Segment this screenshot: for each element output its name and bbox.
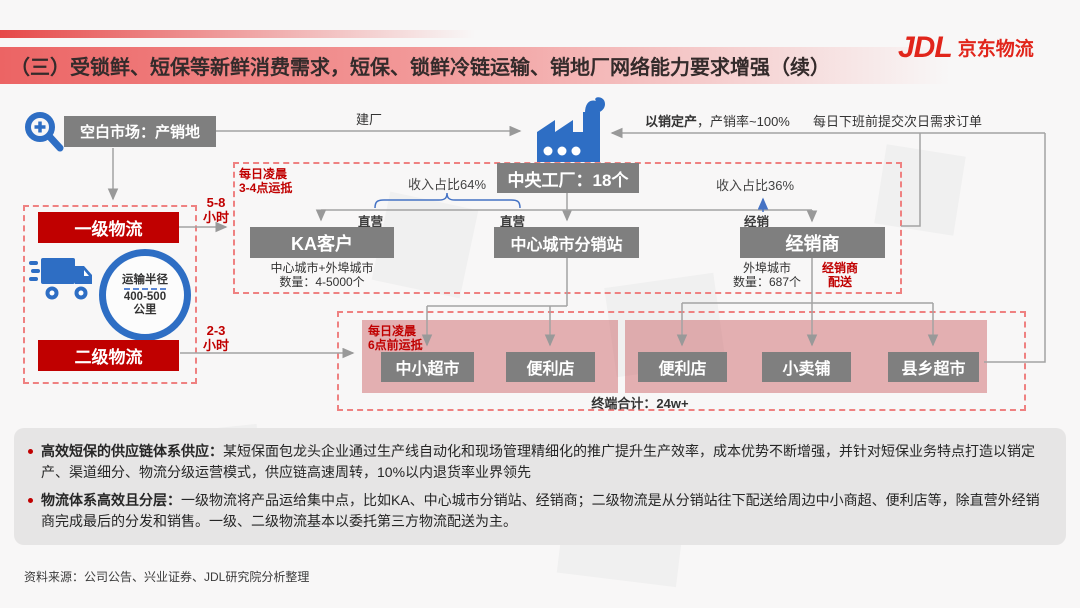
daily-order-label: 每日下班前提交次日需求订单 [813,114,983,129]
jdl-logo-mark: JDL [898,31,953,64]
central-factory-box: 中央工厂：18个 [497,163,639,193]
summary-bullet-1: 高效短保的供应链体系供应：某短保面包龙头企业通过生产线自动化和现场管理精细化的推… [28,441,1046,483]
bullet-dot-icon [28,449,33,454]
tier2-logistics-box: 二级物流 [38,340,179,371]
bullet2-lead: 物流体系高效且分层： [41,492,181,508]
bullet1-lead: 高效短保的供应链体系供应： [41,443,223,459]
factory-icon [537,97,605,162]
radius-dashed-line [124,287,166,290]
channel-distribution-label: 经销 [744,215,770,229]
dealer-delivery-note: 经销商 配送 [821,261,858,289]
transport-radius-badge: 运输半径 400-500 公里 [99,249,191,341]
ka-customer-box: KA客户 [250,227,394,258]
bullet-dot-icon [28,498,33,503]
arrival-6am-note: 每日凌晨 6点前运抵 [368,324,423,352]
terminal-convenience-store-right-box: 便利店 [638,352,727,382]
build-factory-label: 建厂 [356,112,383,127]
arrival-3-4-note: 每日凌晨 3-4点运抵 [239,167,293,195]
terminal-convenience-store-left-box: 便利店 [506,352,595,382]
terminal-small-supermarket-box: 中小超市 [381,352,474,382]
tier2-time-label: 2-3 小时 [202,323,229,353]
dealer-box: 经销商 [740,227,885,258]
tier1-logistics-box: 一级物流 [38,212,179,243]
dealer-note: 外埠城市 数量：687个 [732,261,802,289]
produce-to-sale-bold: 以销定产 [645,114,698,129]
header-accent-stripe [0,30,500,38]
summary-bullet-2: 物流体系高效且分层：一级物流将产品运给集中点，比如KA、中心城市分销站、经销商；… [28,490,1046,532]
revenue-share-36: 收入占比36% [716,178,795,193]
ka-note: 中心城市+外埠城市 数量：4-5000个 [270,261,374,289]
produce-to-sale-label: 以销定产，产销率~100% [645,111,790,130]
zoom-in-magnifier-icon [25,112,64,152]
revenue-share-64: 收入占比64% [407,177,487,192]
page-title: （三）受锁鲜、短保等新鲜消费需求，短保、锁鲜冷链运输、销地厂网络能力要求增强（续… [10,57,830,79]
tier-logistics-dashed-box [23,205,197,384]
summary-panel: 高效短保的供应链体系供应：某短保面包龙头企业通过生产线自动化和现场管理精细化的推… [14,428,1066,545]
city-distribution-station-box: 中心城市分销站 [494,227,639,258]
delivery-truck-icon [29,258,92,300]
data-source-note: 资料来源：公司公告、兴业证券、JDL研究院分析整理 [24,570,310,584]
tier1-time-label: 5-8 小时 [202,195,229,225]
title-bar [0,47,950,84]
jdl-logo-name: 京东物流 [957,39,1034,60]
jdl-logo: JDL 京东物流 [898,33,1034,63]
terminal-total-label: 终端合计：24w+ [591,396,689,411]
channel-direct-label-2: 直营 [500,215,526,229]
terminal-small-shop-box: 小卖铺 [762,352,851,382]
blank-market-box: 空白市场：产销地 [64,116,216,147]
bullet2-text: 一级物流将产品运给集中点，比如KA、中心城市分销站、经销商；二级物流是从分销站往… [41,492,1040,529]
terminal-county-supermarket-box: 县乡超市 [888,352,979,382]
produce-to-sale-rest: ，产销率~100% [697,114,790,129]
